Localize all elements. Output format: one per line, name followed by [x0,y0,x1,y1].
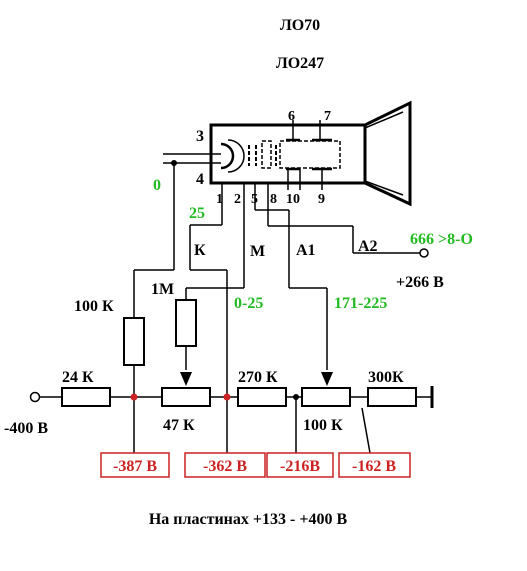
resistor-270k [237,387,287,407]
resistor-100k-top [123,317,145,366]
pin-9-label: 9 [318,192,325,207]
voltage-25-label: 25 [189,205,205,222]
junction-dot [223,393,231,401]
voltage-m-range-label: 0-25 [234,295,263,312]
pin-10-label: 10 [286,192,300,207]
measured-voltage-4: -162 В [352,458,396,475]
footer-note: На пластинах +133 - +400 В [149,511,348,528]
measured-voltage-box [184,452,266,478]
tube-bell [364,100,412,207]
crt-tube [209,100,412,207]
voltage-0-label: 0 [153,177,161,194]
resistor-300k-label: 300К [368,369,404,386]
junction-dot [130,393,138,401]
pin-2-label: 2 [234,192,241,207]
junction-dot [293,394,299,400]
measured-voltage-2: -362 В [203,458,247,475]
potentiometer-47k [161,387,211,407]
a2-voltage-label: 666 >8-О [410,231,473,248]
voltage-a1-range-label: 171-225 [334,295,387,312]
cathode-heater [220,142,235,170]
deflection-plates [279,140,341,169]
junction-dot [171,160,177,166]
pin-7-label: 7 [324,109,331,124]
wiper-arrow-icon [180,372,192,386]
measured-voltage-3: -216В [280,458,320,475]
resistor-1m [175,299,197,347]
potentiometer-47k-label: 47 К [163,417,195,434]
supply-terminal [29,391,41,403]
resistor-24k [61,387,111,407]
potentiometer-100k [301,387,351,407]
resistor-270k-label: 270 К [238,369,278,386]
electrode-a2-label: А2 [358,238,378,255]
potentiometer-100k-label: 100 К [303,417,343,434]
tube-title-1: ЛО70 [280,17,320,34]
resistor-300k [367,387,417,407]
electrode-m-label: М [250,243,265,260]
tube-title-2: ЛО247 [276,55,324,72]
electrode-a1-label: А1 [296,242,316,259]
a2-supply-label: +266 В [396,274,444,291]
a2-terminal [419,248,429,258]
pin-6-label: 6 [288,109,295,124]
wiring [40,153,432,454]
electrode-k-label: К [194,242,206,259]
resistor-1m-label: 1М [151,281,174,298]
electrode-a1 [261,140,272,169]
wiper-arrow-icon [321,372,333,386]
resistor-100k-top-label: 100 К [74,298,114,315]
measured-voltage-box [266,452,334,478]
measured-voltage-box [338,452,411,478]
measured-voltage-box [100,452,170,478]
pin-1-label: 1 [216,192,223,207]
resistor-24k-label: 24 К [62,369,94,386]
pin-4-label: 4 [196,171,204,188]
pin-8-label: 8 [270,192,277,207]
negative-supply-label: -400 В [4,420,48,437]
pin-3-label: 3 [196,128,204,145]
measured-voltage-1: -387 В [113,458,157,475]
